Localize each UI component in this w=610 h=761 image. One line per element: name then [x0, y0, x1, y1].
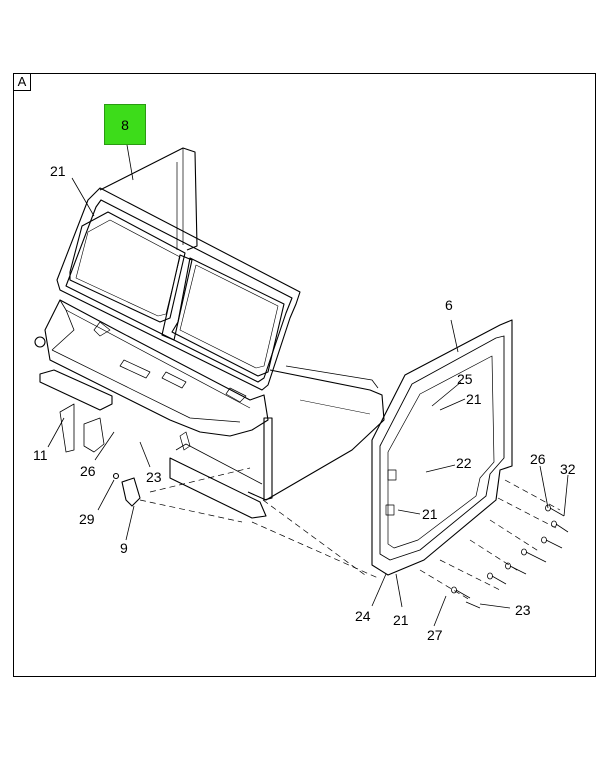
callout-27: 27: [427, 627, 443, 643]
callout-23-right: 23: [515, 602, 531, 618]
callout-32: 32: [560, 461, 576, 477]
callout-6: 6: [445, 297, 453, 313]
door-panel: [371, 319, 513, 576]
callout-26-left: 26: [80, 463, 96, 479]
view-label: A: [13, 73, 31, 91]
windshield-frame: [56, 187, 301, 391]
view-frame: [13, 73, 596, 677]
callout-25: 25: [457, 371, 473, 387]
bracket-9: [121, 477, 141, 507]
callout-21-door-top: 21: [466, 391, 482, 407]
callout-9: 9: [120, 540, 128, 556]
callout-21-windshield: 21: [50, 163, 66, 179]
callout-23-left: 23: [146, 469, 162, 485]
dashboard: [44, 299, 269, 437]
callout-21-door-mid: 21: [422, 506, 438, 522]
lower-bracket: [39, 369, 113, 411]
callout-21-bottom: 21: [393, 612, 409, 628]
callout-24: 24: [355, 608, 371, 624]
callout-11: 11: [33, 447, 48, 463]
callout-22: 22: [456, 455, 472, 471]
highlighted-part-8-callout[interactable]: 8: [104, 104, 146, 145]
floor-panel: [247, 369, 385, 501]
back-wall: [99, 147, 198, 251]
front-sill: [169, 457, 267, 519]
callout-26-right: 26: [530, 451, 546, 467]
callout-29: 29: [79, 511, 95, 527]
